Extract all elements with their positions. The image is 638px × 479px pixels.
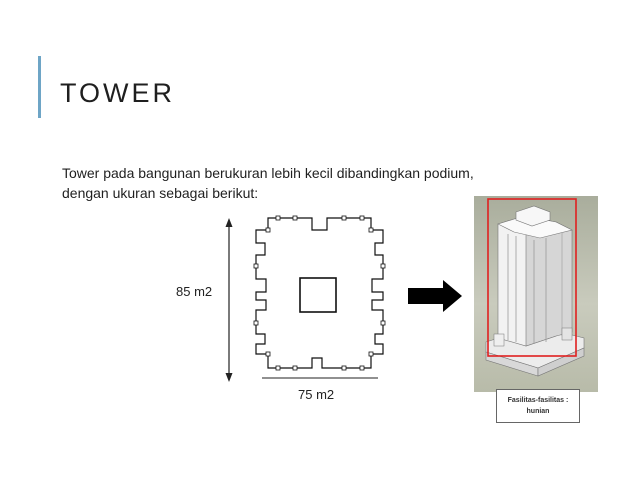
description-line-2: dengan ukuran sebagai berikut: (62, 185, 259, 201)
slide-title: TOWER (60, 78, 175, 108)
right-arrow-icon (408, 280, 462, 312)
tower-3d-model-image (474, 196, 598, 392)
slide-description: Tower pada bangunan berukuran lebih keci… (62, 163, 562, 203)
column-markers (253, 215, 386, 371)
tower-floor-outline (255, 217, 384, 369)
tower-highlight-box (487, 198, 577, 357)
title-accent-bar (38, 56, 41, 118)
dimension-label-vertical: 85 m2 (176, 284, 213, 299)
tower-core (299, 277, 337, 313)
description-line-1: Tower pada bangunan berukuran lebih keci… (62, 165, 474, 181)
vertical-dimension-arrow (225, 218, 233, 382)
caption-line-1: Fasilitas-fasilitas : (507, 397, 569, 404)
caption-line-2: hunian (526, 408, 550, 415)
facility-caption: Fasilitas-fasilitas : hunian (496, 389, 580, 423)
dimension-label-horizontal: 75 m2 (298, 387, 335, 402)
